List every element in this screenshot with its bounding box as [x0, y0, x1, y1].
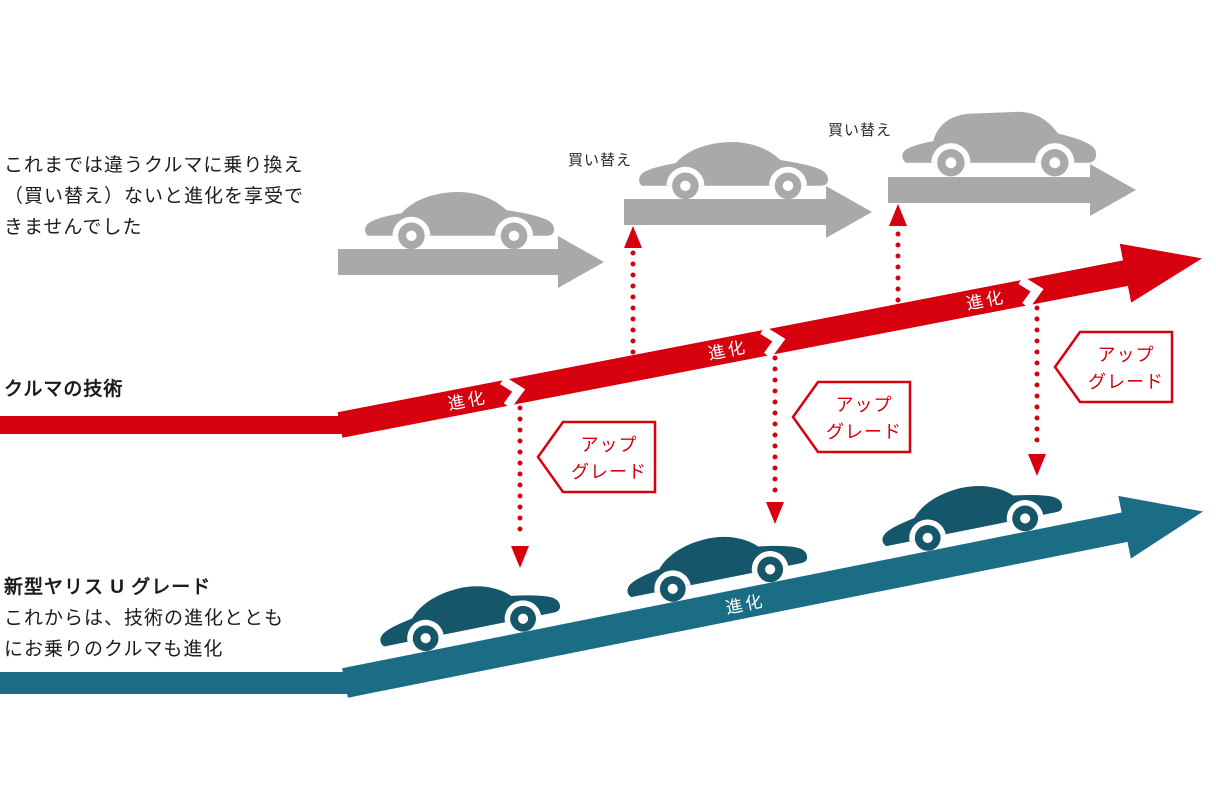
chevron-icon — [760, 326, 786, 359]
technology-arrow-base — [0, 416, 346, 434]
yaris-description-line-1: これからは、技術の進化ととも — [4, 608, 285, 629]
dotted-arrow-down-2 — [766, 355, 784, 524]
dotted-arrow-up-1 — [624, 226, 642, 355]
upgrade-tag-1: アップ グレード — [536, 420, 657, 494]
dotted-arrow-up-2 — [889, 204, 907, 303]
svg-text:グレード: グレード — [1088, 372, 1164, 392]
yaris-arrow: 進化 — [342, 469, 1204, 698]
gray-car-1 — [365, 192, 555, 250]
upgrade-tag-2: アップ グレード — [791, 380, 912, 454]
svg-text:グレード: グレード — [826, 422, 902, 442]
svg-text:アップ: アップ — [1098, 345, 1155, 365]
replace-label-2: 買い替え — [828, 122, 892, 139]
legacy-description-line-2: （買い替え）ないと進化を享受で — [4, 186, 305, 207]
dotted-arrow-down-1 — [511, 405, 529, 568]
legacy-arrow-3 — [888, 164, 1136, 216]
chevron-icon — [1018, 276, 1044, 309]
legacy-description-line-3: きませんでした — [4, 217, 143, 238]
yaris-description-line-2: にお乗りのクルマも進化 — [4, 639, 224, 660]
svg-text:アップ: アップ — [836, 395, 893, 415]
technology-arrow: 進化 進化 進化 — [337, 243, 1203, 438]
svg-text:グレード: グレード — [571, 462, 647, 482]
gray-car-3 — [902, 111, 1097, 177]
legacy-arrow-1 — [338, 236, 604, 288]
yaris-arrow-base — [0, 672, 349, 694]
yaris-title: 新型ヤリス U グレード — [4, 577, 212, 598]
replace-label-1: 買い替え — [568, 152, 632, 169]
yaris-description: 新型ヤリス U グレード これからは、技術の進化ととも にお乗りのクルマも進化 — [4, 572, 344, 665]
svg-text:アップ: アップ — [581, 435, 638, 455]
chevron-icon — [500, 376, 526, 409]
technology-label: クルマの技術 — [4, 379, 124, 400]
gray-car-2 — [639, 142, 829, 200]
dotted-arrow-down-3 — [1028, 305, 1046, 476]
legacy-description: これまでは違うクルマに乗り換え （買い替え）ないと進化を享受で きませんでした — [4, 150, 344, 243]
legacy-description-line-1: これまでは違うクルマに乗り換え — [4, 155, 304, 176]
upgrade-tag-3: アップ グレード — [1053, 330, 1174, 404]
legacy-arrow-2 — [624, 186, 872, 238]
